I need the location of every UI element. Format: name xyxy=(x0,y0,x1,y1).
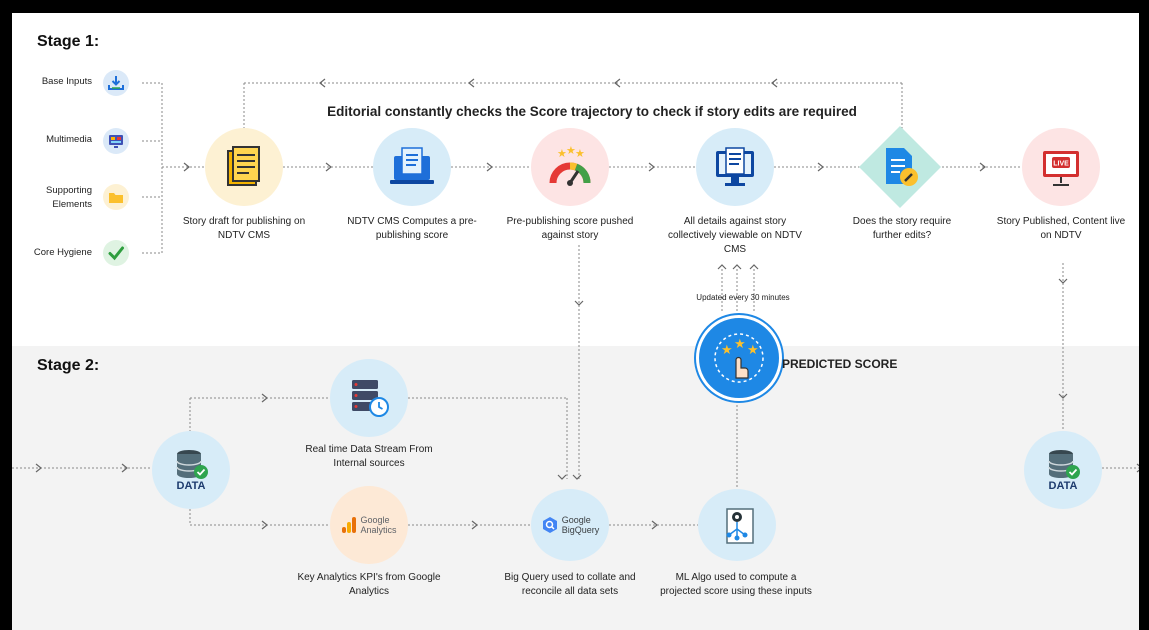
story-published-caption: Story Published, Content live on NDTV xyxy=(996,216,1126,241)
story-draft-node xyxy=(205,128,283,206)
input-label-base-inputs: Base Inputs xyxy=(41,76,92,87)
checkmark-icon xyxy=(103,240,129,266)
further-edits-caption: Does the story require further edits? xyxy=(852,216,952,241)
story-draft-caption: Story draft for publishing on NDTV CMS xyxy=(182,216,306,241)
live-broadcast-icon: LIVE xyxy=(1043,151,1079,186)
data-label: DATA xyxy=(1048,480,1078,492)
svg-text:★: ★ xyxy=(721,342,733,357)
edit-document-icon xyxy=(886,148,918,186)
stage1-title: Stage 1: xyxy=(37,33,100,50)
pre-publishing-score-caption: Pre-publishing score pushed against stor… xyxy=(506,216,634,241)
stage2-title: Stage 2: xyxy=(37,357,100,374)
ml-algo-node xyxy=(698,489,776,561)
bigquery-caption: Big Query used to collate and reconcile … xyxy=(504,572,636,597)
google-analytics-logo-line1: Google xyxy=(360,515,390,525)
connector-lines xyxy=(12,78,1139,530)
predicted-score-label: PREDICTED SCORE xyxy=(782,357,898,371)
database-check-icon xyxy=(1048,450,1080,479)
download-tray-icon xyxy=(103,70,129,96)
update-frequency-note: Updated every 30 minutes xyxy=(696,293,790,302)
server-clock-icon xyxy=(352,380,389,417)
input-label-multimedia: Multimedia xyxy=(46,134,92,145)
cms-compute-caption: NDTV CMS Computes a pre-publishing score xyxy=(347,216,477,241)
input-label-supporting-elements: Supporting Elements xyxy=(46,185,92,210)
input-label-core-hygiene: Core Hygiene xyxy=(33,247,92,258)
bigquery-logo-line2: BigQuery xyxy=(561,525,600,535)
cms-compute-node xyxy=(373,128,451,206)
google-analytics-caption: Key Analytics KPI's from Google Analytic… xyxy=(297,572,441,597)
data-label: DATA xyxy=(176,480,206,492)
data-source-node: DATA xyxy=(152,431,230,509)
further-edits-node xyxy=(874,142,926,192)
svg-text:★: ★ xyxy=(557,148,567,160)
google-analytics-node: Google Analytics xyxy=(330,486,408,564)
realtime-stream-node xyxy=(330,359,408,437)
google-analytics-icon: Google Analytics xyxy=(341,515,397,535)
ml-algo-caption: ML Algo used to compute a projected scor… xyxy=(660,572,812,597)
collective-view-node xyxy=(696,128,774,206)
laptop-document-icon xyxy=(390,147,434,184)
bigquery-logo-line1: Google xyxy=(561,515,591,525)
collective-view-caption: All details against story collectively v… xyxy=(668,216,802,255)
bigquery-node: Google BigQuery xyxy=(531,489,609,561)
hand-stars-icon: ★★★ xyxy=(714,333,764,383)
monitor-document-icon xyxy=(716,147,754,186)
svg-text:★: ★ xyxy=(575,148,585,160)
ml-network-icon xyxy=(726,508,754,544)
database-check-icon xyxy=(176,450,208,479)
data-output-node: DATA xyxy=(1024,431,1102,509)
pre-publishing-score-node: ★★★ xyxy=(531,128,609,206)
live-badge-text: LIVE xyxy=(1053,161,1069,168)
google-analytics-logo-line2: Analytics xyxy=(360,525,397,535)
story-published-node: LIVE xyxy=(1022,128,1100,206)
feedback-headline: Editorial constantly checks the Score tr… xyxy=(327,104,857,119)
folder-icon xyxy=(103,184,129,210)
bigquery-icon: Google BigQuery xyxy=(541,515,600,535)
gauge-stars-icon: ★★★ xyxy=(549,145,591,186)
realtime-stream-caption: Real time Data Stream From Internal sour… xyxy=(305,444,433,469)
multimedia-screen-icon xyxy=(103,128,129,154)
predicted-score-node: ★★★ xyxy=(696,315,782,401)
diagram-frame: Stage 1: Stage 2: Editorial constantly c… xyxy=(12,13,1139,630)
svg-text:★: ★ xyxy=(734,336,746,351)
document-icon xyxy=(227,146,260,186)
svg-text:★: ★ xyxy=(566,145,576,157)
svg-text:★: ★ xyxy=(747,342,759,357)
